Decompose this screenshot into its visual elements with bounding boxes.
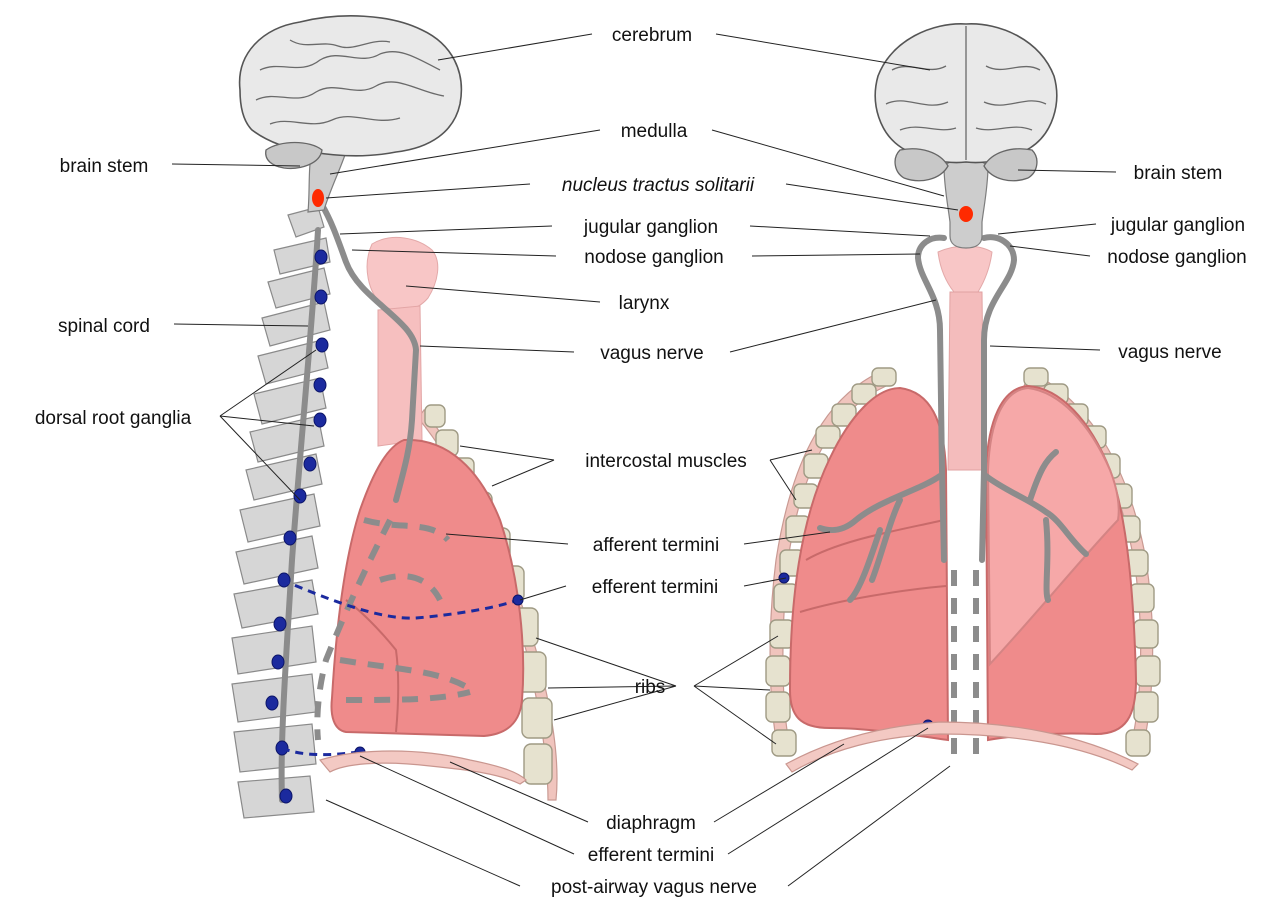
label-brain-stem-right: brain stem	[1134, 163, 1223, 184]
nucleus-tractus-solitarii-lateral	[312, 189, 324, 207]
label-spinal-cord: spinal cord	[58, 316, 150, 337]
label-post-airway-vagus-nerve: post-airway vagus nerve	[551, 877, 757, 898]
label-vagus-nerve-right: vagus nerve	[1118, 342, 1222, 363]
label-jugular-ganglion-right: jugular ganglion	[1110, 215, 1245, 236]
label-brain-stem-left: brain stem	[60, 156, 149, 177]
label-larynx: larynx	[619, 293, 670, 314]
cerebrum-lateral	[240, 16, 462, 156]
label-afferent-termini: afferent termini	[593, 535, 719, 556]
label-nucleus-tractus-solitarii: nucleus tractus solitarii	[562, 175, 755, 196]
lung-lateral	[332, 440, 524, 736]
label-jugular-ganglion-center: jugular ganglion	[583, 217, 718, 238]
label-efferent-termini-bottom: efferent termini	[588, 845, 714, 866]
label-dorsal-root-ganglia: dorsal root ganglia	[35, 408, 192, 429]
lateral-view	[232, 16, 557, 818]
label-efferent-termini-mid: efferent termini	[592, 577, 718, 598]
label-diaphragm: diaphragm	[606, 813, 696, 834]
label-intercostal-muscles: intercostal muscles	[585, 451, 747, 472]
label-nodose-ganglion-center: nodose ganglion	[584, 247, 723, 268]
label-nodose-ganglion-right: nodose ganglion	[1107, 247, 1246, 268]
brain-stem-frontal	[944, 159, 988, 249]
label-vagus-nerve-center: vagus nerve	[600, 343, 704, 364]
label-ribs: ribs	[635, 677, 666, 698]
frontal-view	[766, 24, 1160, 772]
trachea-frontal	[948, 292, 984, 470]
diaphragm-lateral	[320, 751, 526, 784]
label-cerebrum: cerebrum	[612, 25, 692, 46]
label-medulla: medulla	[621, 121, 688, 142]
nucleus-tractus-solitarii-frontal	[959, 206, 973, 222]
larynx-frontal	[938, 246, 992, 292]
